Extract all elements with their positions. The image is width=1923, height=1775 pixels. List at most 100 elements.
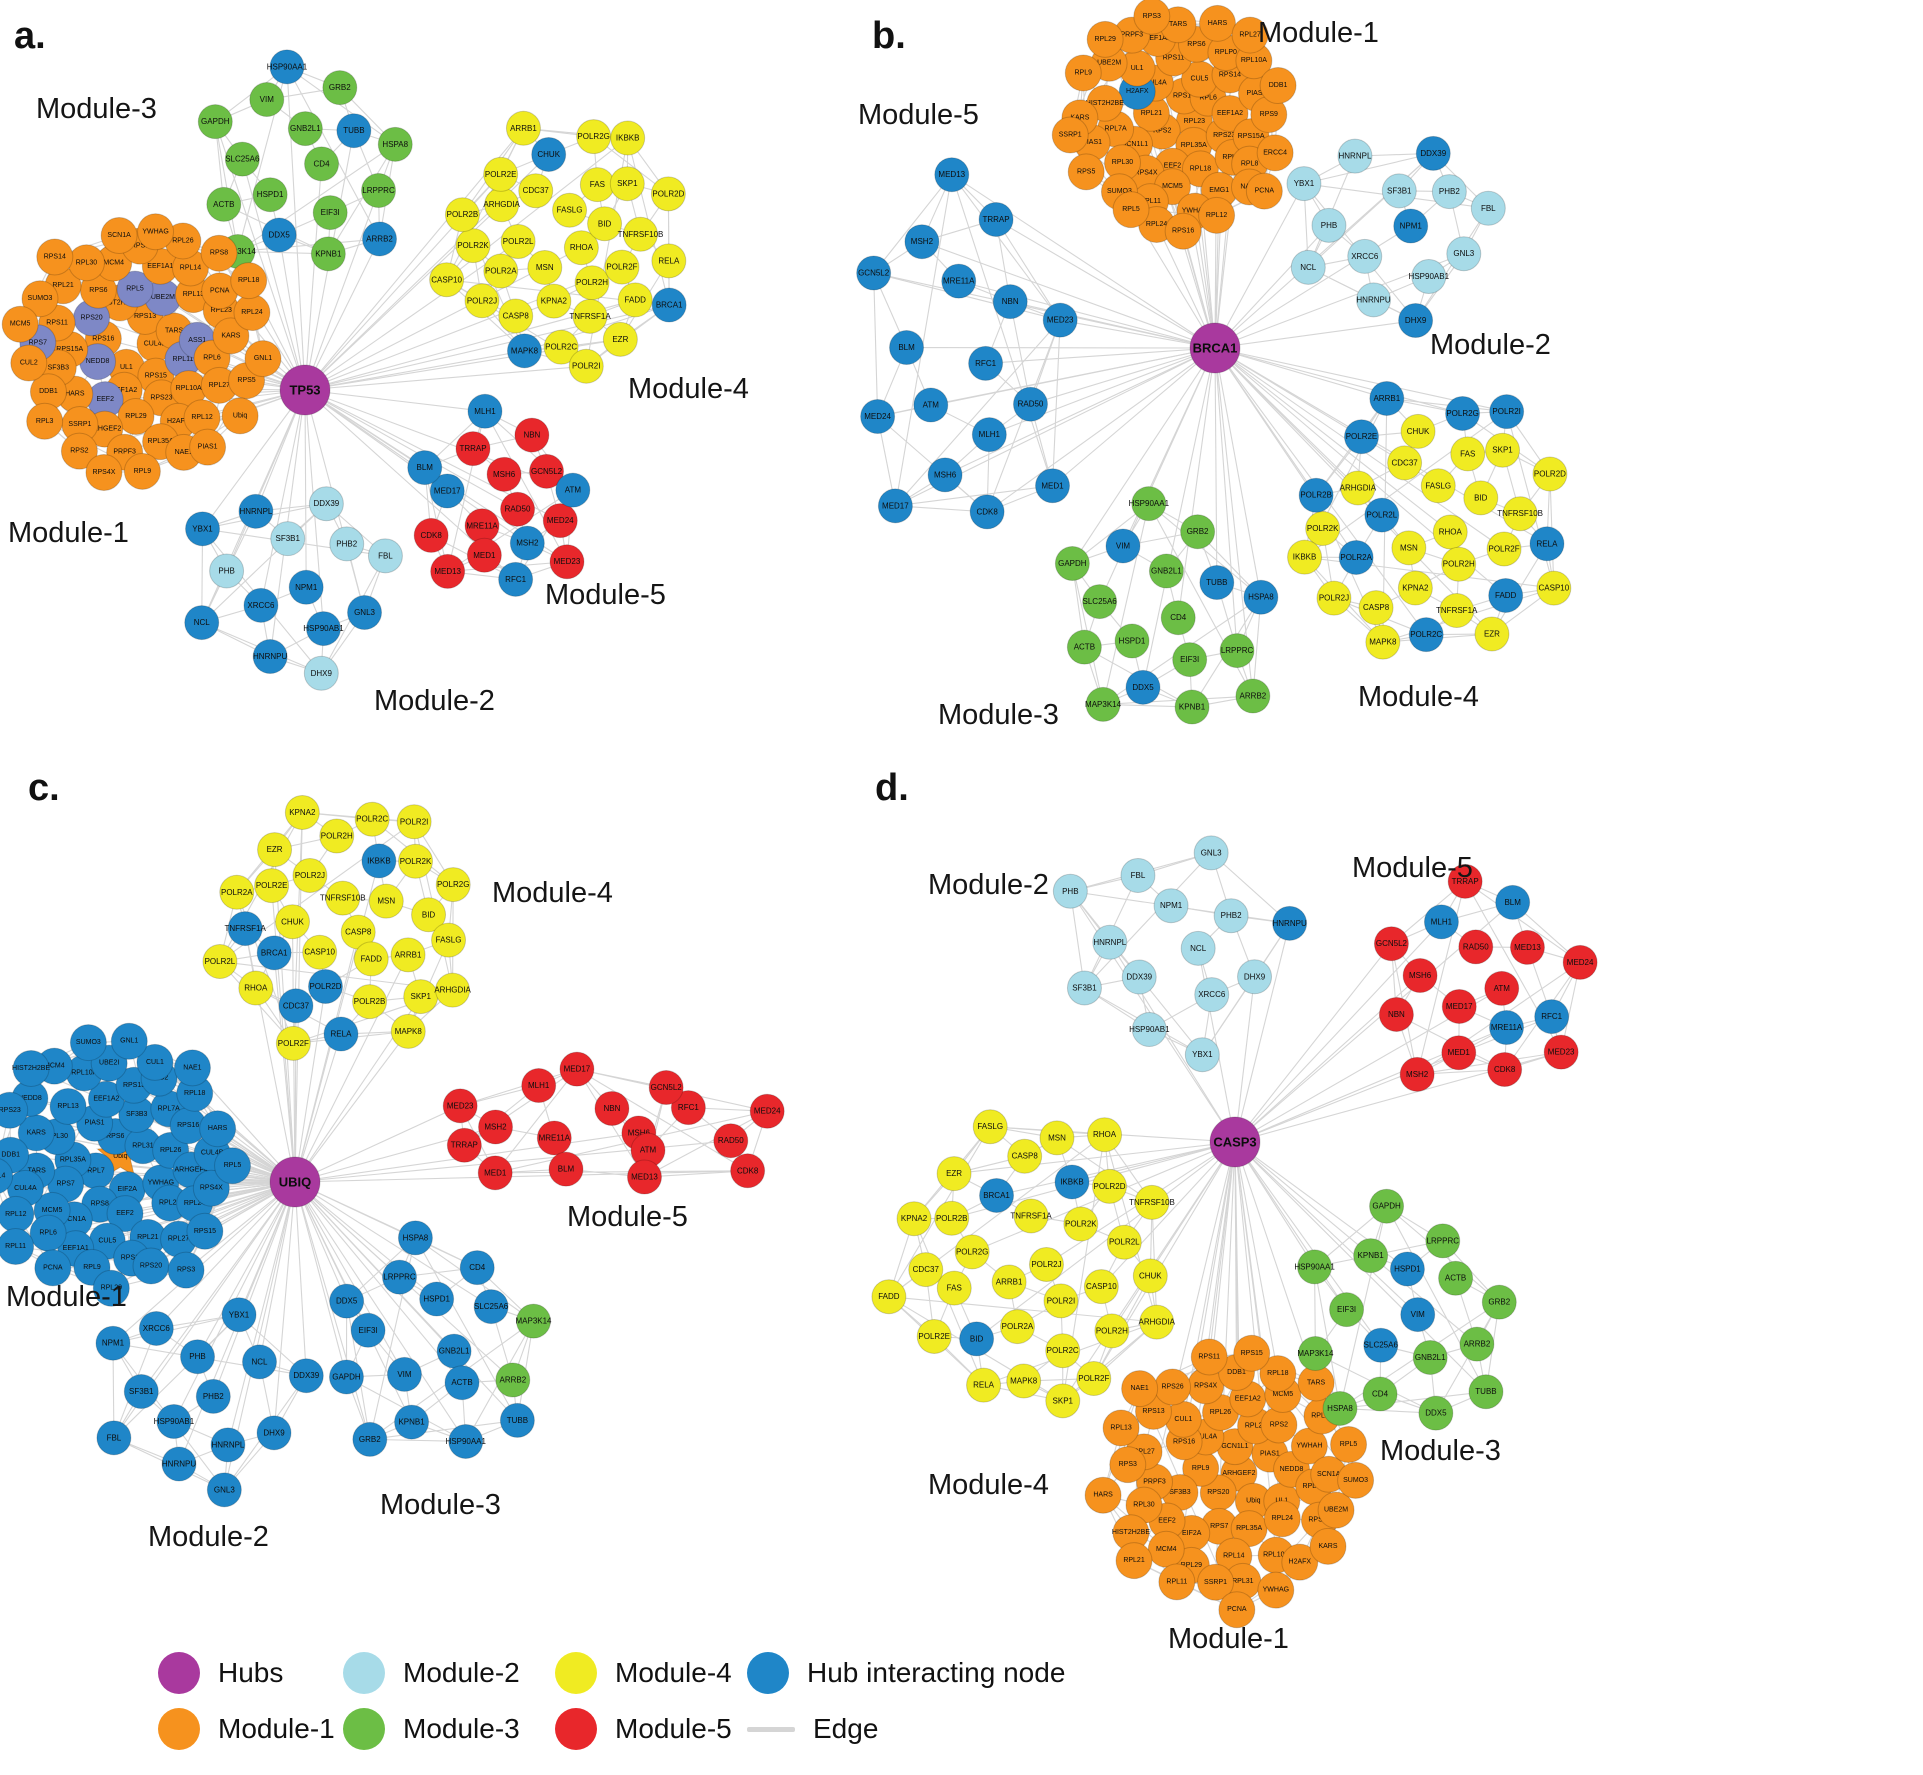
protein-node[interactable] (116, 270, 154, 308)
protein-node[interactable] (1364, 497, 1400, 533)
protein-node[interactable] (0, 1195, 35, 1233)
protein-node[interactable] (1484, 970, 1520, 1006)
protein-node[interactable] (1369, 380, 1405, 416)
hub-node[interactable] (1189, 322, 1241, 374)
protein-node[interactable] (500, 491, 536, 527)
protein-node[interactable] (322, 70, 358, 106)
protein-node[interactable] (568, 348, 604, 384)
protein-node[interactable] (69, 1024, 107, 1062)
protein-node[interactable] (49, 1087, 87, 1125)
protein-node[interactable] (278, 988, 314, 1024)
protein-node[interactable] (34, 1249, 72, 1287)
protein-node[interactable] (713, 1123, 749, 1159)
protein-node[interactable] (1562, 944, 1598, 980)
protein-node[interactable] (651, 287, 687, 323)
protein-node[interactable] (209, 553, 245, 589)
protein-node[interactable] (529, 453, 565, 489)
protein-node[interactable] (202, 944, 238, 980)
protein-node[interactable] (1092, 924, 1128, 960)
protein-node[interactable] (10, 344, 48, 382)
protein-node[interactable] (429, 262, 465, 298)
protein-node[interactable] (518, 173, 554, 209)
protein-node[interactable] (1362, 1376, 1398, 1412)
protein-node[interactable] (1184, 1037, 1220, 1073)
protein-node[interactable] (749, 1093, 785, 1129)
protein-node[interactable] (1164, 212, 1202, 250)
protein-node[interactable] (1399, 1056, 1435, 1092)
protein-node[interactable] (1529, 526, 1565, 562)
protein-node[interactable] (1054, 1164, 1090, 1200)
protein-node[interactable] (979, 1177, 1015, 1213)
protein-node[interactable] (1066, 629, 1102, 665)
protein-node[interactable] (261, 217, 297, 253)
protein-node[interactable] (1006, 1363, 1042, 1399)
protein-node[interactable] (244, 340, 282, 378)
protein-node[interactable] (206, 186, 242, 222)
protein-node[interactable] (1148, 553, 1184, 589)
protein-node[interactable] (136, 1043, 174, 1081)
protein-node[interactable] (304, 146, 340, 182)
protein-node[interactable] (1211, 94, 1249, 132)
protein-node[interactable] (483, 156, 519, 192)
protein-node[interactable] (292, 857, 328, 893)
protein-node[interactable] (1243, 579, 1279, 615)
protein-node[interactable] (407, 450, 443, 486)
protein-node[interactable] (398, 843, 434, 879)
protein-node[interactable] (1039, 1120, 1075, 1156)
protein-node[interactable] (352, 984, 388, 1020)
protein-node[interactable] (1439, 593, 1475, 629)
protein-node[interactable] (1485, 432, 1521, 468)
hub-node[interactable] (1209, 1116, 1261, 1168)
protein-node[interactable] (252, 177, 288, 213)
protein-node[interactable] (0, 1091, 29, 1129)
protein-node[interactable] (563, 230, 599, 266)
protein-node[interactable] (1174, 689, 1210, 725)
protein-node[interactable] (1311, 207, 1347, 243)
protein-node[interactable] (966, 1367, 1002, 1403)
protein-node[interactable] (1064, 54, 1102, 92)
protein-node[interactable] (610, 120, 646, 156)
protein-node[interactable] (548, 1151, 584, 1187)
protein-node[interactable] (252, 639, 288, 675)
protein-node[interactable] (230, 262, 268, 300)
protein-node[interactable] (972, 1109, 1008, 1145)
protein-node[interactable] (1153, 888, 1189, 924)
protein-node[interactable] (941, 263, 977, 299)
protein-node[interactable] (1353, 1238, 1389, 1274)
protein-node[interactable] (1418, 1395, 1454, 1431)
protein-node[interactable] (1045, 1383, 1081, 1419)
protein-node[interactable] (1536, 570, 1572, 606)
protein-node[interactable] (896, 1201, 932, 1237)
protein-node[interactable] (495, 1362, 531, 1398)
protein-node[interactable] (1083, 1269, 1119, 1305)
protein-node[interactable] (110, 1022, 148, 1060)
protein-node[interactable] (1445, 395, 1481, 431)
protein-node[interactable] (1415, 135, 1451, 171)
protein-node[interactable] (336, 113, 372, 149)
protein-node[interactable] (959, 1321, 995, 1357)
protein-node[interactable] (1213, 898, 1249, 934)
protein-node[interactable] (350, 1312, 386, 1348)
protein-node[interactable] (138, 1310, 174, 1346)
protein-node[interactable] (329, 526, 365, 562)
protein-node[interactable] (1131, 1012, 1167, 1048)
protein-node[interactable] (1509, 929, 1545, 965)
protein-node[interactable] (123, 452, 161, 490)
protein-node[interactable] (1381, 173, 1417, 209)
protein-node[interactable] (1132, 1258, 1168, 1294)
protein-node[interactable] (1120, 857, 1156, 893)
protein-node[interactable] (1463, 480, 1499, 516)
protein-node[interactable] (455, 228, 491, 264)
protein-node[interactable] (436, 1333, 472, 1369)
protein-node[interactable] (1330, 1425, 1368, 1463)
protein-node[interactable] (1450, 436, 1486, 472)
protein-node[interactable] (1131, 486, 1167, 522)
hub-node[interactable] (269, 1156, 321, 1208)
protein-node[interactable] (173, 1049, 211, 1087)
protein-node[interactable] (186, 1212, 224, 1250)
protein-node[interactable] (221, 1297, 257, 1333)
protein-node[interactable] (206, 1472, 242, 1508)
protein-node[interactable] (1337, 138, 1373, 174)
protein-node[interactable] (403, 979, 439, 1015)
protein-node[interactable] (1134, 1184, 1170, 1220)
